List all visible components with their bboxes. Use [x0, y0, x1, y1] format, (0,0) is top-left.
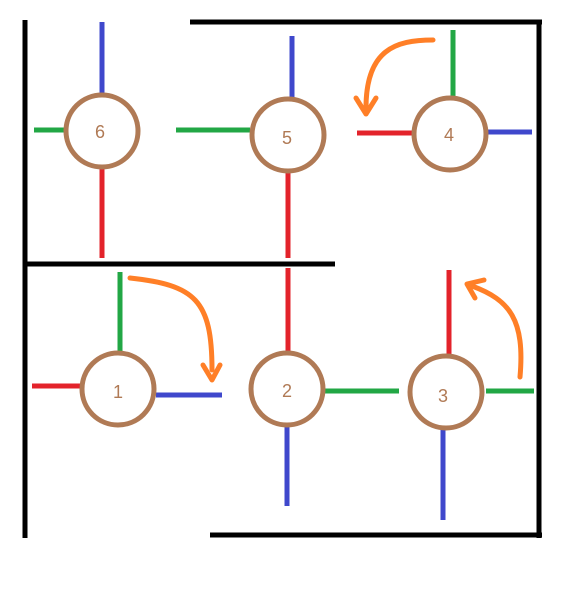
node-label: 3 [438, 386, 448, 406]
node-label: 1 [113, 382, 123, 402]
node-ring [248, 350, 326, 428]
arrow-node-3 [464, 277, 524, 380]
node-6-spokes [34, 22, 105, 258]
node-label: 4 [444, 125, 454, 145]
arrow-node-4 [353, 37, 436, 117]
node-label: 6 [95, 122, 105, 142]
node-label: 2 [282, 381, 292, 401]
node-6: 6 [63, 92, 141, 170]
rotation-arrows [127, 37, 524, 383]
node-4: 4 [411, 95, 489, 173]
node-1-spokes [32, 272, 222, 398]
node-1: 1 [79, 350, 157, 428]
node-ring [407, 353, 485, 431]
node-label: 5 [282, 128, 292, 148]
node-ring [249, 96, 327, 174]
node-ring [411, 95, 489, 173]
node-4-spokes [357, 30, 532, 136]
node-5-spokes [176, 36, 295, 258]
node-ring [63, 92, 141, 170]
node-3: 3 [407, 353, 485, 431]
node-ring [79, 350, 157, 428]
node-2: 2 [248, 350, 326, 428]
arrow-node-1 [127, 275, 223, 383]
walls [22, 19, 542, 538]
node-5: 5 [249, 96, 327, 174]
node-3-spokes [440, 270, 534, 520]
node-2-spokes [284, 268, 399, 506]
